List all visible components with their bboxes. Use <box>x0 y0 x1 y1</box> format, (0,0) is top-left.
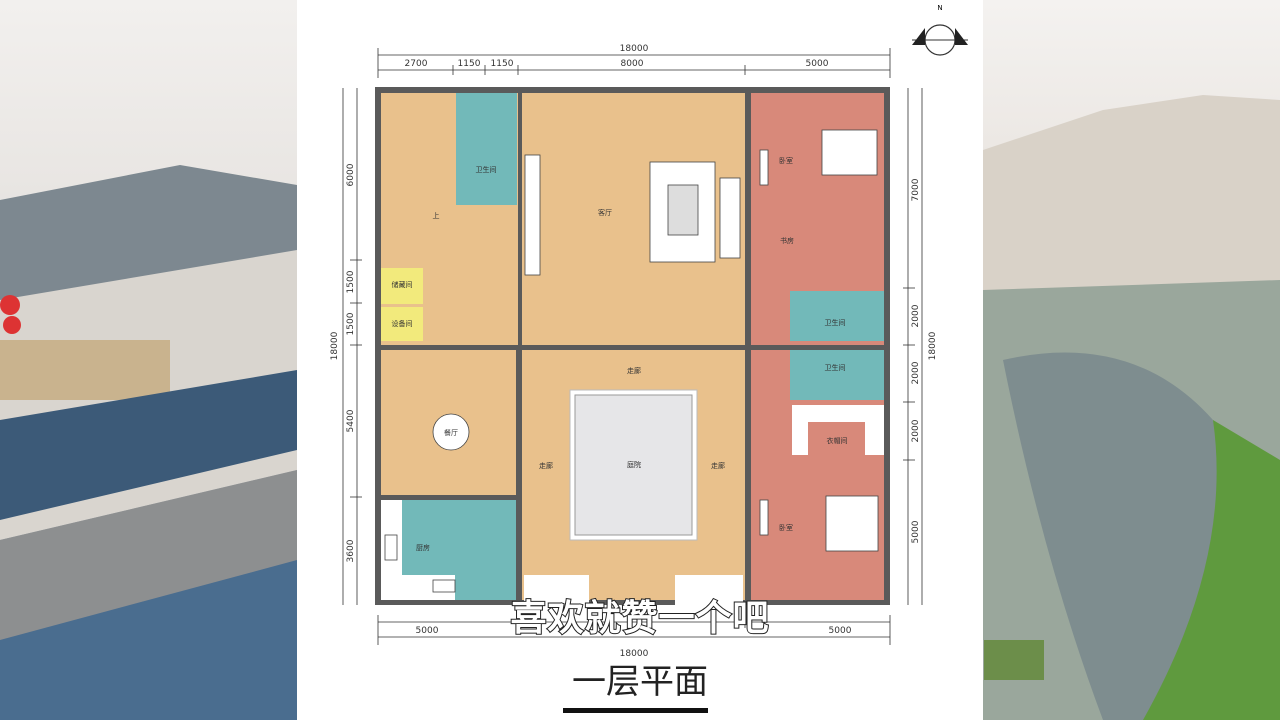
dim-left-total: 18000 <box>330 331 340 360</box>
floor-plan: N 18000 2700 1150 1150 8000 5000 18000 6… <box>297 0 983 720</box>
dim-top: 5000 <box>806 59 829 69</box>
label-dining: 餐厅 <box>444 428 458 437</box>
dim-top: 1150 <box>491 59 514 69</box>
dimension-lines <box>342 48 923 645</box>
dim-left: 6000 <box>346 163 356 186</box>
label-corridor: 走廊 <box>539 461 553 470</box>
bath-right-2 <box>790 350 884 400</box>
label-corridor: 走廊 <box>711 461 725 470</box>
dim-top-total: 18000 <box>620 44 649 54</box>
label-bath: 卫生间 <box>825 363 846 372</box>
dim-top: 2700 <box>405 59 428 69</box>
dim-bottom: 5000 <box>829 626 852 636</box>
label-living: 客厅 <box>598 208 612 217</box>
label-bath: 卫生间 <box>825 318 846 327</box>
dim-left: 1500 <box>346 312 356 335</box>
dim-top: 8000 <box>621 59 644 69</box>
furniture <box>384 129 879 593</box>
label-equipment: 设备间 <box>392 319 413 328</box>
label-kitchen: 厨房 <box>416 543 430 552</box>
dim-left: 3600 <box>346 539 356 562</box>
bath-top-left <box>456 93 517 205</box>
label-bedroom: 卧室 <box>779 523 793 532</box>
label-corridor: 走廊 <box>627 366 641 375</box>
village-house-illustration <box>0 165 297 720</box>
bath-right-1 <box>790 291 884 341</box>
label-bedroom: 卧室 <box>779 156 793 165</box>
equipment-room <box>381 307 423 341</box>
label-bath: 卫生间 <box>476 165 497 174</box>
label-storage: 储藏间 <box>392 280 413 289</box>
dim-right: 2000 <box>911 361 921 384</box>
storage-room <box>381 268 423 304</box>
north-arrow-icon: N <box>912 4 968 56</box>
video-subtitle: 喜欢就赞一个吧 <box>509 597 770 640</box>
title-underline <box>563 708 708 713</box>
north-label: N <box>937 4 942 12</box>
label-closet: 衣帽间 <box>827 436 848 445</box>
dim-right: 2000 <box>911 304 921 327</box>
dim-right: 7000 <box>911 178 921 201</box>
background-photo-left <box>0 0 297 720</box>
label-courtyard: 庭院 <box>627 460 641 469</box>
garden-path-illustration <box>983 95 1280 720</box>
plan-title: 一层平面 <box>572 662 708 702</box>
label-study: 书房 <box>780 236 794 245</box>
dim-right: 2000 <box>911 419 921 442</box>
dim-left: 5400 <box>346 409 356 432</box>
dim-bottom: 5000 <box>416 626 439 636</box>
floor-plan-drawing: N 18000 2700 1150 1150 8000 5000 18000 6… <box>330 4 968 659</box>
dim-left: 1500 <box>346 270 356 293</box>
dim-right-total: 18000 <box>928 331 938 360</box>
label-stair-up: 上 <box>433 211 440 220</box>
background-photo-right <box>983 0 1280 720</box>
dim-right: 5000 <box>911 520 921 543</box>
dim-top: 1150 <box>458 59 481 69</box>
dim-bottom-total: 18000 <box>620 649 649 659</box>
